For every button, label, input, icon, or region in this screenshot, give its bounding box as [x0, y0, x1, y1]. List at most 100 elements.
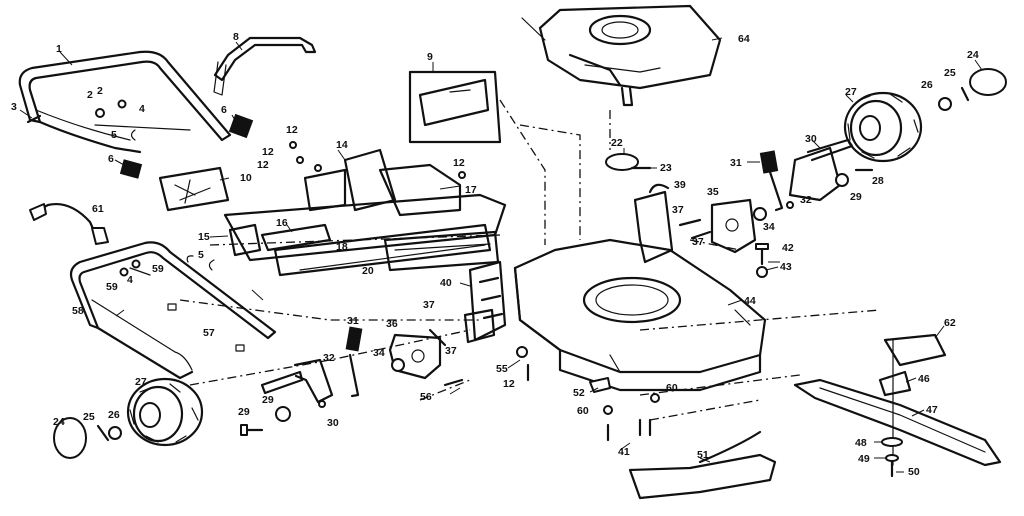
clip-icon [130, 129, 136, 141]
callout-12: 12 [503, 378, 515, 390]
bolt-icon [638, 418, 652, 437]
discharge-baffle-box [408, 70, 502, 144]
bolt-icon [443, 378, 464, 387]
callout-8: 8 [233, 31, 239, 43]
callout-6: 6 [221, 104, 227, 116]
callout-26: 26 [108, 409, 120, 421]
spring-clip-icon [96, 424, 110, 442]
rear-wheel-right [843, 91, 923, 163]
callout-5: 5 [111, 129, 117, 141]
callout-36: 36 [386, 318, 398, 330]
washer-icon [938, 97, 952, 111]
callout-17: 17 [465, 184, 477, 196]
callout-64: 64 [738, 33, 750, 45]
callout-31: 31 [347, 315, 359, 327]
chute-door [303, 148, 462, 217]
pulley [605, 153, 639, 171]
callout-52: 52 [573, 387, 585, 399]
bolt-icon [26, 114, 42, 124]
engine [521, 4, 722, 107]
callout-20: 20 [362, 265, 374, 277]
mower-deck [513, 238, 767, 392]
callout-25: 25 [944, 67, 956, 79]
ratchet-plate-left [388, 333, 442, 380]
hub-cap [969, 68, 1007, 96]
callout-62: 62 [944, 317, 956, 329]
bolt-icon [678, 218, 712, 240]
knob-icon [119, 267, 129, 277]
bolt-head-icon [240, 424, 248, 436]
ratchet-plate-right [710, 198, 757, 254]
control-cable [29, 203, 109, 245]
callout-18: 18 [336, 241, 348, 253]
callout-37: 37 [672, 204, 684, 216]
nut-icon [603, 405, 613, 415]
callout-22: 22 [611, 137, 623, 149]
callout-30: 30 [805, 133, 817, 145]
callout-1: 1 [56, 43, 62, 55]
knob-icon [95, 108, 105, 118]
alignment-lines [179, 99, 881, 421]
callout-30: 30 [327, 417, 339, 429]
callout-59: 59 [152, 263, 164, 275]
knob-icon [131, 259, 141, 269]
callout-3: 3 [11, 101, 17, 113]
callout-27: 27 [135, 376, 147, 388]
callout-29: 29 [850, 191, 862, 203]
callout-12: 12 [286, 124, 298, 136]
hub-cap [53, 417, 87, 459]
callout-42: 42 [782, 242, 794, 254]
spacer-icon [235, 344, 245, 352]
callout-58: 58 [72, 305, 84, 317]
washer-icon [108, 426, 122, 440]
nut-icon [117, 99, 127, 109]
callout-2: 2 [87, 89, 93, 101]
deflector [228, 223, 332, 257]
callout-29: 29 [262, 394, 274, 406]
callout-14: 14 [336, 139, 348, 151]
callout-55: 55 [496, 363, 508, 375]
callout-9: 9 [427, 51, 433, 63]
spacer-icon [835, 173, 849, 187]
callout-50: 50 [908, 466, 920, 478]
callout-10: 10 [240, 172, 252, 184]
callout-35: 35 [707, 186, 719, 198]
rear-wheel-left [126, 377, 204, 447]
callout-12: 12 [262, 146, 274, 158]
callout-44: 44 [744, 295, 756, 307]
callout-40: 40 [440, 277, 452, 289]
callout-43: 43 [780, 261, 792, 273]
callout-12: 12 [257, 159, 269, 171]
grip-pad [119, 159, 143, 179]
callout-24: 24 [967, 49, 979, 61]
deck-bracket-left [463, 260, 507, 344]
spacer-icon [167, 303, 177, 311]
callout-23: 23 [660, 162, 672, 174]
callout-27: 27 [845, 86, 857, 98]
callout-28: 28 [872, 175, 884, 187]
upper-handle [18, 50, 232, 154]
callout-34: 34 [373, 347, 385, 359]
bracket-icon [589, 377, 611, 393]
rear-skirt [628, 430, 777, 500]
spacer-icon [753, 207, 767, 221]
callout-37: 37 [423, 299, 435, 311]
callout-5: 5 [198, 249, 204, 261]
washer-icon [756, 266, 768, 278]
callout-29: 29 [238, 406, 250, 418]
screw-icon [458, 171, 466, 179]
callout-16: 16 [276, 217, 288, 229]
callout-24: 24 [53, 416, 65, 428]
callout-32: 32 [323, 352, 335, 364]
callout-12: 12 [453, 157, 465, 169]
callout-59: 59 [106, 281, 118, 293]
callout-26: 26 [921, 79, 933, 91]
callout-34: 34 [763, 221, 775, 233]
nut-icon [650, 393, 660, 403]
callout-51: 51 [697, 449, 709, 461]
callout-48: 48 [855, 437, 867, 449]
decal-plate [158, 166, 230, 212]
callout-39: 39 [674, 179, 686, 191]
